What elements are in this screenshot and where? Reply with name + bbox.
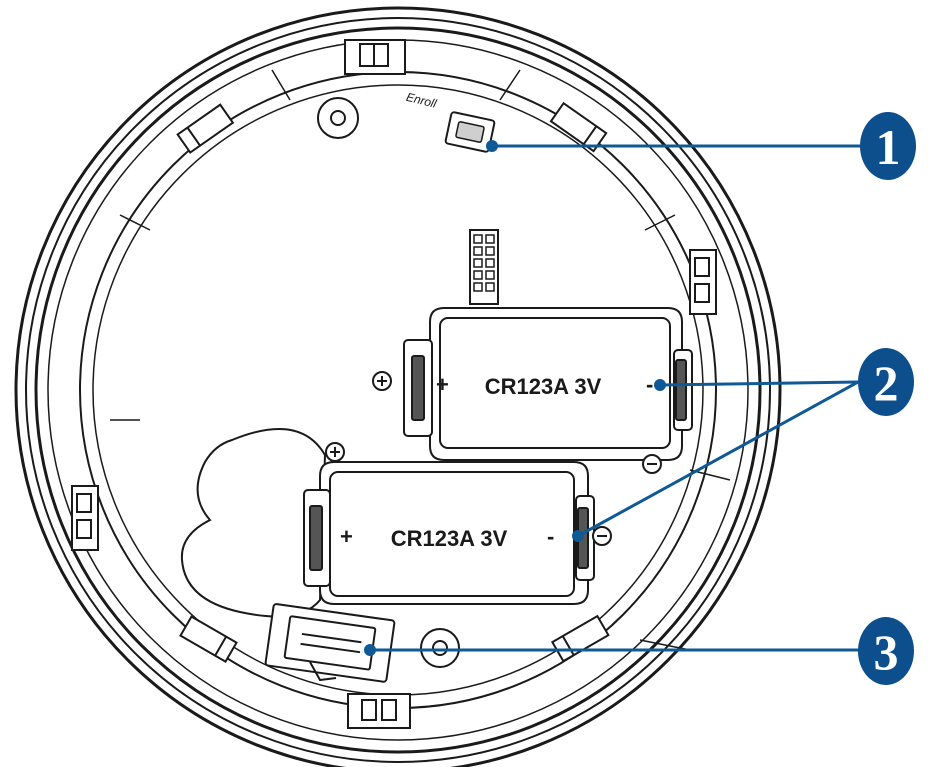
battery-holder-upper — [403, 307, 693, 461]
upper-left-clip — [176, 103, 235, 154]
top-clip — [344, 39, 406, 75]
bottom-clip — [347, 693, 411, 729]
callout-1: 1 — [860, 112, 916, 180]
callout-dots — [364, 140, 666, 656]
right-clip — [689, 249, 717, 315]
lower-right-clip — [550, 614, 610, 663]
lower-left-clip — [179, 615, 238, 664]
polarity-plus-lower-icon — [325, 442, 345, 462]
callout-leaders — [370, 144, 862, 652]
rim-clips — [71, 39, 717, 729]
battery-lower-plus: + — [340, 524, 353, 549]
leader-2a — [659, 380, 859, 387]
battery-upper-minus: - — [646, 372, 653, 397]
callout-3-number: 3 — [874, 624, 899, 680]
leader-2b — [577, 380, 859, 538]
battery-upper-plus: + — [436, 372, 449, 397]
battery-upper-label: CR123A 3V — [485, 374, 602, 399]
polarity-minus-upper-icon — [642, 454, 662, 474]
rim-notches — [110, 69, 731, 651]
battery-lower-label: CR123A 3V — [391, 526, 508, 551]
enroll-button[interactable]: Enroll — [405, 90, 496, 153]
enroll-label: Enroll — [405, 90, 438, 111]
polarity-minus-lower-icon — [592, 526, 612, 546]
battery-lower-minus: - — [547, 524, 554, 549]
callout-1-number: 1 — [876, 119, 901, 175]
callout-3: 3 — [858, 617, 914, 685]
pin-header — [469, 229, 499, 305]
polarity-plus-upper-icon — [372, 371, 392, 391]
outer-ring-2 — [25, 17, 771, 763]
screw-hole-bottom — [420, 628, 460, 668]
callout-2-number: 2 — [874, 355, 899, 411]
battery-lower[interactable]: + CR123A 3V - — [340, 524, 554, 551]
flex-cable — [180, 428, 327, 618]
battery-holder-lower — [303, 461, 595, 605]
left-clip — [71, 485, 99, 551]
battery-upper[interactable]: + CR123A 3V - — [436, 372, 653, 399]
screw-hole-top — [317, 97, 359, 139]
upper-right-clip — [549, 101, 608, 153]
callout-2: 2 — [858, 348, 914, 416]
outer-ring-3 — [34, 26, 762, 754]
outer-ring-1 — [14, 6, 782, 767]
tamper-switch[interactable] — [264, 603, 396, 683]
